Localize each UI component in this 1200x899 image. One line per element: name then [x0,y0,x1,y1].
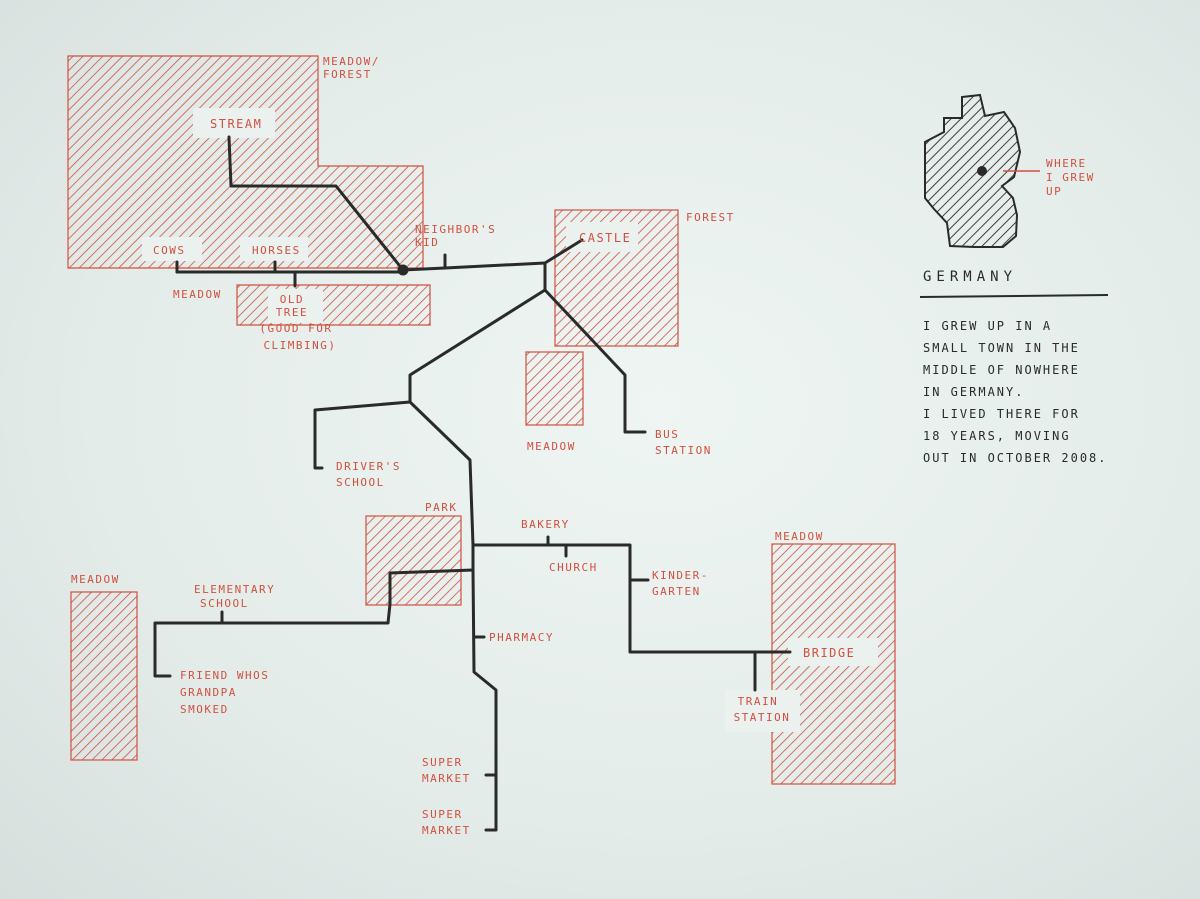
train-station-label-bg [725,690,800,732]
supermarket-1-line2: MARKET [422,772,471,785]
kindergarten-line2: GARTEN [652,585,701,598]
forest-label: FOREST [686,211,735,224]
meadow-forest-line1: MEADOW/ [323,55,380,68]
castle-label-bg [566,222,638,252]
old-tree-line1: OLD [280,293,304,306]
castle-label: CASTLE [579,231,631,245]
description-line3: MIDDLE OF NOWHERE [923,363,1080,377]
meadow-center-label: MEADOW [527,440,576,453]
friend-line3: SMOKED [180,703,229,716]
where-i-grew-up-label: WHERE I GREW UP [1046,157,1103,198]
home-marker-dot [397,264,409,276]
germany-title: GERMANY [923,269,1017,285]
cows-label: COWS [153,244,186,257]
friend-line1: FRIEND WHOS [180,669,269,682]
bridge-label-bg [788,638,878,666]
park-label: PARK [425,501,458,514]
park-area [365,515,462,606]
train-station-line2: STATION [734,711,791,724]
stream-label: STREAM [210,117,262,131]
supermarket-2-line1: SUPER [422,808,463,821]
meadow-left-label: MEADOW [71,573,120,586]
cows-label-bg [142,237,202,261]
bus-station-line2: STATION [655,444,712,457]
horses-label: HORSES [252,244,301,257]
where-line1: WHERE [1046,157,1087,170]
train-station-line1: TRAIN [738,695,779,708]
drivers-school-line1: DRIVER'S [336,460,401,473]
train-station-label: TRAIN STATION [734,695,791,724]
bus-station-label: BUS STATION [655,428,712,457]
pharmacy-label: PHARMACY [489,631,554,644]
description-line5: I LIVED THERE FOR [923,407,1080,421]
description-line6: 18 YEARS, MOVING [923,429,1071,443]
old-tree-line2: TREE [276,306,309,319]
bakery-label: BAKERY [521,518,570,531]
supermarket-2-line2: MARKET [422,824,471,837]
neighbors-kid-line2: KID [415,236,439,249]
description-line4: IN GERMANY. [923,385,1024,399]
meadow-top-area [236,284,431,326]
bus-station-line1: BUS [655,428,679,441]
neighbors-kid-label: NEIGHBOR'S KID [415,223,504,249]
title-divider [919,294,1109,298]
meadow-center-area [525,351,584,426]
meadow-forest-label: MEADOW/ FOREST [323,55,388,81]
road-network [153,135,792,832]
horses-label-bg [240,237,308,261]
meadow-left-area [70,591,138,761]
elementary-school-line1: ELEMENTARY [194,583,275,596]
where-line2: I GREW [1046,171,1095,184]
meadow-forest-line2: FOREST [323,68,372,81]
old-tree-line3: (GOOD FOR [259,322,332,335]
kindergarten-line1: KINDER- [652,569,709,582]
kindergarten-label: KINDER- GARTEN [652,569,717,598]
description-line7: OUT IN OCTOBER 2008. [923,451,1108,465]
description-line2: SMALL TOWN IN THE [923,341,1080,355]
description-text: I GREW UP IN A SMALL TOWN IN THE MIDDLE … [923,319,1108,465]
church-label: CHURCH [549,561,598,574]
hometown-marker-dot [977,166,987,176]
old-tree-line4: CLIMBING) [263,339,336,352]
germany-outline-icon [924,93,1022,248]
meadow-right-label: MEADOW [775,530,824,543]
stream-label-bg [193,108,275,138]
old-tree-label: OLD TREE (GOOD FOR CLIMBING) [259,293,340,352]
supermarket-2-label: SUPER MARKET [422,808,471,837]
elementary-school-label: ELEMENTARY SCHOOL [194,583,283,610]
meadow-forest-area [67,55,424,269]
meadow-top-label: MEADOW [173,288,222,301]
where-line3: UP [1046,185,1062,198]
supermarket-1-line1: SUPER [422,756,463,769]
elementary-school-line2: SCHOOL [200,597,249,610]
drivers-school-line2: SCHOOL [336,476,385,489]
drivers-school-label: DRIVER'S SCHOOL [336,460,409,489]
supermarket-1-label: SUPER MARKET [422,756,471,785]
old-tree-label-bg [268,289,323,323]
friend-label: FRIEND WHOS GRANDPA SMOKED [180,669,277,716]
neighbors-kid-line1: NEIGHBOR'S [415,223,496,236]
friend-line2: GRANDPA [180,686,237,699]
description-line1: I GREW UP IN A [923,319,1052,333]
bridge-label: BRIDGE [803,646,855,660]
